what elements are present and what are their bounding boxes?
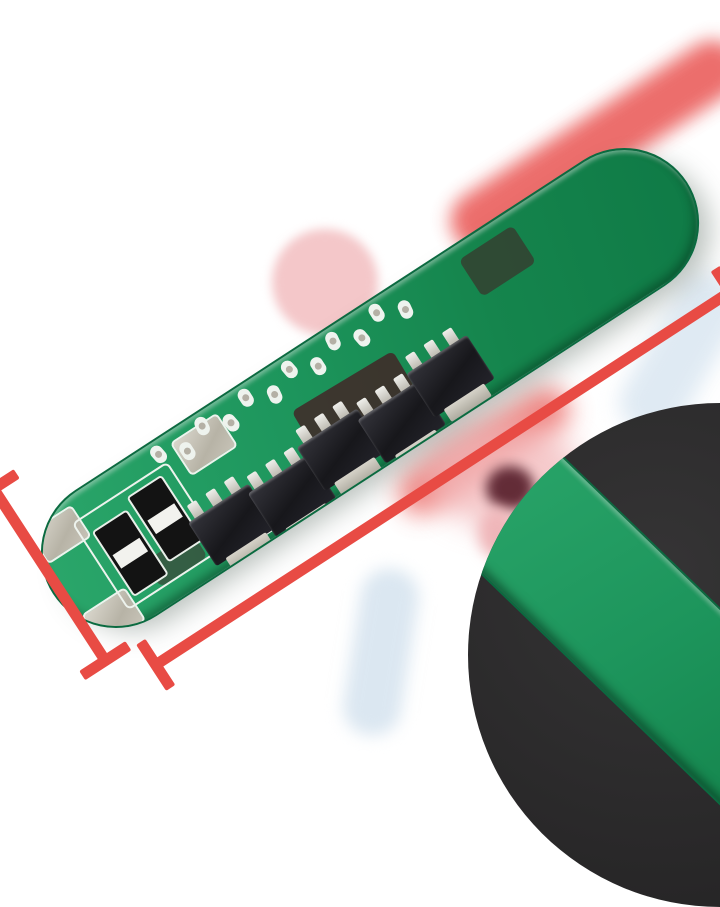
pin-pad <box>395 298 416 321</box>
pin-pad <box>235 386 257 410</box>
pin-pad <box>323 329 343 353</box>
pcb-board-detail <box>468 403 720 907</box>
shunt-stripe <box>147 503 183 535</box>
pin-pad <box>365 301 388 325</box>
pin-pad <box>350 326 374 350</box>
pin-pad <box>264 383 285 406</box>
mosfet-transistor <box>398 322 495 422</box>
figure-blue-band-bottom <box>339 564 423 740</box>
pin-pad <box>278 357 301 381</box>
detail-inset-circle <box>468 403 720 907</box>
mosfet-transistor <box>180 471 277 571</box>
pin-pad <box>307 354 329 378</box>
shunt-stripe <box>112 537 149 569</box>
mosfet-transistor <box>240 442 337 542</box>
pcb-maroon-patch <box>458 225 537 297</box>
